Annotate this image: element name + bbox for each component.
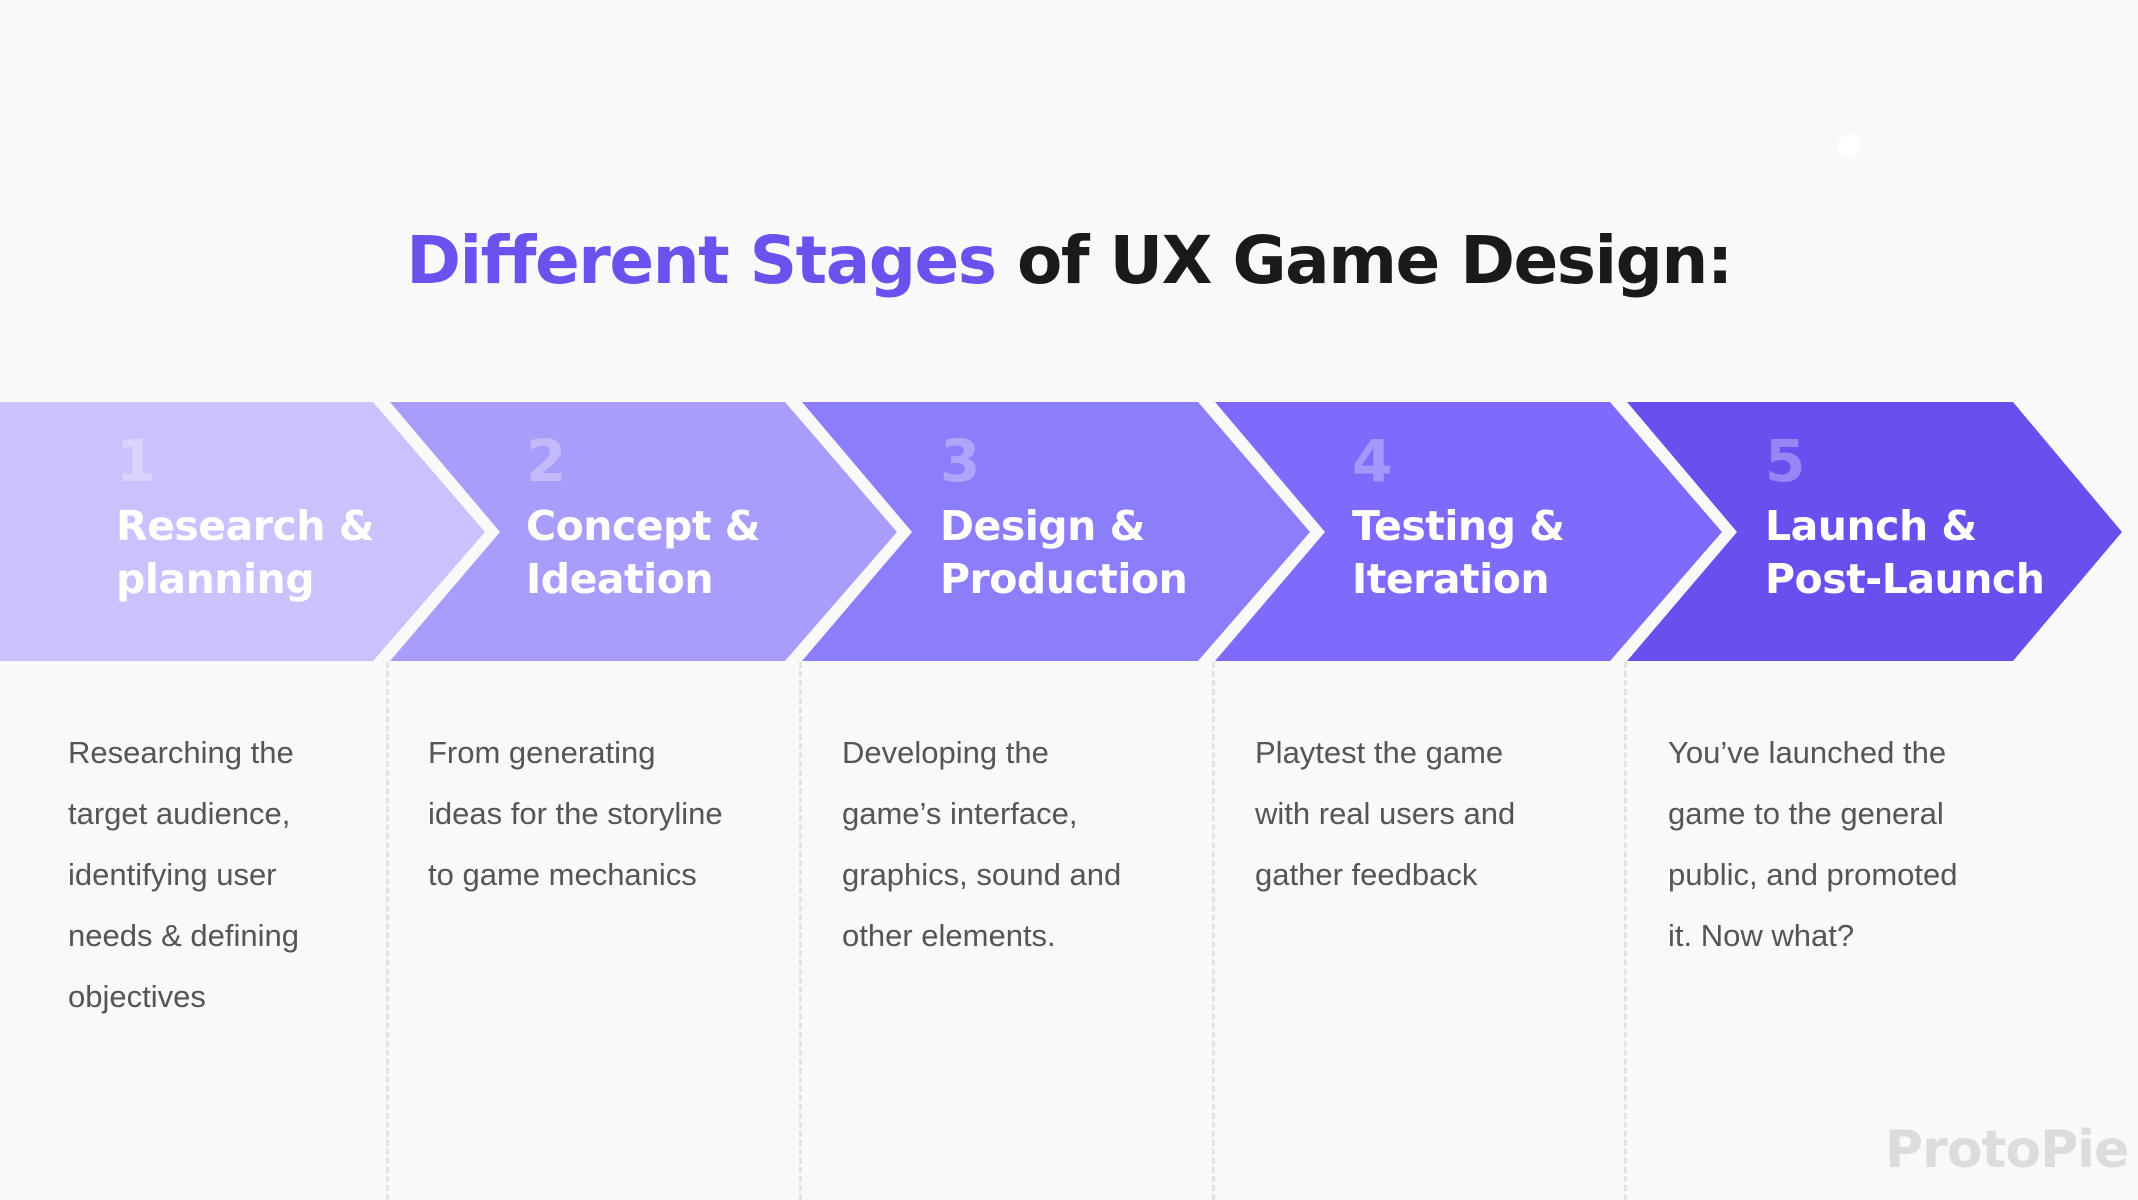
decorative-dot — [1837, 134, 1861, 158]
chevron-stage-2 — [390, 402, 897, 661]
column-divider — [1212, 662, 1215, 1200]
protopie-logo: ProtoPie — [1885, 1120, 2129, 1180]
stage-label: Launch &Post-Launch — [1765, 502, 2045, 603]
column-divider — [799, 662, 802, 1200]
title-accent: Different Stages — [406, 222, 997, 299]
stage-3-header: 3 Design &Production — [940, 427, 1188, 606]
page-title: Different Stages of UX Game Design: — [0, 222, 2138, 299]
stage-chevron-band — [0, 402, 2122, 661]
stage-5-header: 5 Launch &Post-Launch — [1765, 427, 2045, 606]
stage-label: Concept &Ideation — [526, 502, 761, 603]
stage-number: 1 — [116, 427, 157, 495]
stage-label: Design &Production — [940, 502, 1188, 603]
stage-2-header: 2 Concept &Ideation — [526, 427, 761, 606]
chevron-stage-5 — [1627, 402, 2122, 661]
title-rest: of UX Game Design: — [995, 222, 1733, 299]
stage-number: 5 — [1765, 427, 1806, 495]
stage-label: Research &planning — [116, 502, 375, 603]
column-divider — [1624, 662, 1627, 1200]
stage-number: 3 — [940, 427, 981, 495]
stage-number: 4 — [1352, 427, 1393, 495]
stage-label: Testing &Iteration — [1352, 502, 1565, 603]
chevron-stage-4 — [1215, 402, 1722, 661]
chevron-stage-1 — [0, 402, 485, 661]
stage-number: 2 — [526, 427, 567, 495]
stage-1-header: 1 Research &planning — [116, 427, 375, 606]
chevron-stage-3 — [802, 402, 1310, 661]
column-divider — [386, 662, 389, 1200]
stage-4-header: 4 Testing &Iteration — [1352, 427, 1565, 606]
